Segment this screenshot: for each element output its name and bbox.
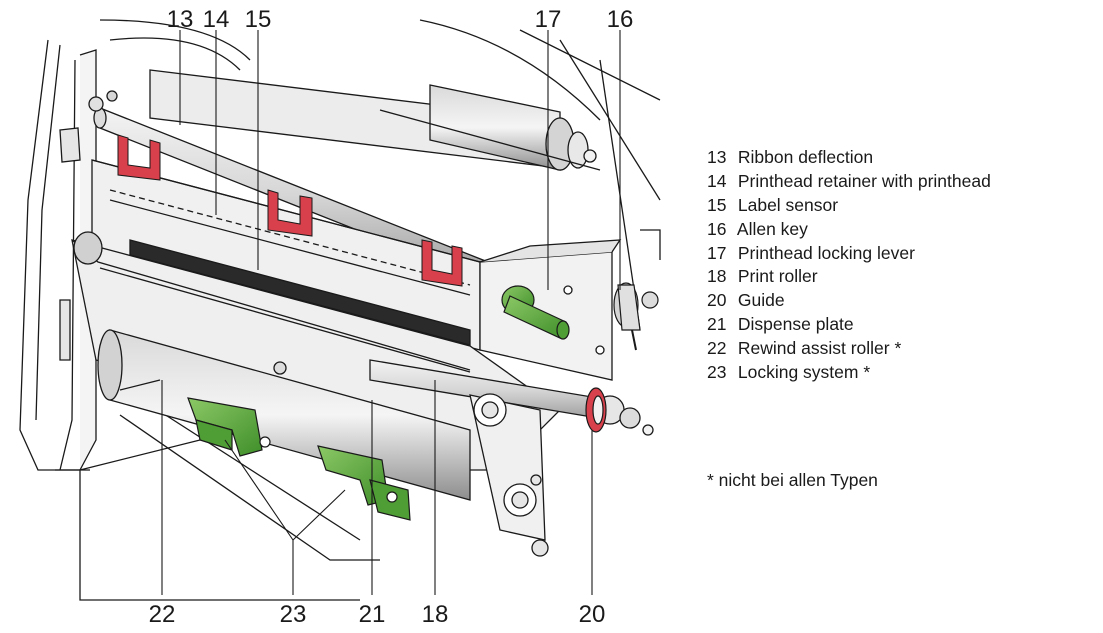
- upper-roller: [149, 69, 601, 171]
- locking-system: [187, 397, 411, 521]
- legend-item: 13 Ribbon deflection: [707, 146, 991, 170]
- legend-item: 20 Guide: [707, 289, 991, 313]
- callout-numbers-bottom: 22 23 21 18 20: [149, 601, 606, 628]
- legend-label: Printhead locking lever: [737, 242, 915, 263]
- callout-16: 16: [607, 6, 634, 33]
- side-plate: [469, 393, 549, 557]
- legend-item: 15 Label sensor: [707, 194, 991, 218]
- guide-ring: [585, 387, 607, 433]
- legend-number: 17: [707, 242, 727, 263]
- legend-number: 20: [707, 290, 727, 311]
- legend-label: Locking system *: [737, 362, 871, 383]
- legend-label: Printhead retainer with printhead: [737, 170, 991, 191]
- legend-number: 22: [707, 338, 727, 359]
- footnote: * nicht bei allen Typen: [707, 470, 878, 490]
- callout-22: 22: [149, 601, 176, 628]
- legend-item: 22 Rewind assist roller *: [707, 337, 991, 361]
- lever-block: [479, 239, 622, 381]
- legend-item: 18 Print roller: [707, 265, 991, 289]
- callout-18: 18: [422, 601, 449, 628]
- legend-number: 21: [707, 314, 727, 335]
- rewind-assist-roller: [97, 329, 471, 501]
- legend-label: Print roller: [737, 266, 818, 287]
- legend-number: 18: [707, 266, 727, 287]
- retainer-brackets: [117, 134, 463, 287]
- legend-label: Ribbon deflection: [737, 147, 874, 167]
- legend-item: 14 Printhead retainer with printhead: [707, 170, 991, 194]
- legend-item: 23 Locking system *: [707, 361, 991, 385]
- leader-lines: [161, 30, 621, 595]
- callout-20: 20: [579, 601, 606, 628]
- callout-21: 21: [359, 601, 386, 628]
- callout-23: 23: [280, 601, 307, 628]
- legend-item: 21 Dispense plate: [707, 313, 991, 337]
- callout-15: 15: [245, 6, 272, 33]
- parts-legend: 13 Ribbon deflection 14 Printhead retain…: [707, 146, 991, 385]
- printhead-locking-lever: [501, 285, 570, 340]
- callout-14: 14: [203, 6, 230, 33]
- legend-label: Guide: [737, 290, 785, 311]
- callout-numbers-top: 13 14 15 17 16: [167, 6, 634, 33]
- legend-number: 14: [707, 170, 727, 191]
- legend-label: Label sensor: [737, 194, 839, 215]
- legend-number: 16: [707, 218, 727, 239]
- allen-key: [613, 282, 659, 351]
- legend-number: 23: [707, 362, 727, 383]
- legend-label: Dispense plate: [737, 314, 854, 335]
- legend-number: 15: [707, 194, 727, 215]
- callout-17: 17: [535, 6, 562, 33]
- legend-label: Allen key: [736, 218, 808, 239]
- legend-number: 13: [707, 147, 727, 167]
- legend-label: Rewind assist roller *: [737, 338, 902, 359]
- legend-item: 16 Allen key: [707, 218, 991, 242]
- callout-13: 13: [167, 6, 194, 33]
- legend-item: 17 Printhead locking lever: [707, 242, 991, 266]
